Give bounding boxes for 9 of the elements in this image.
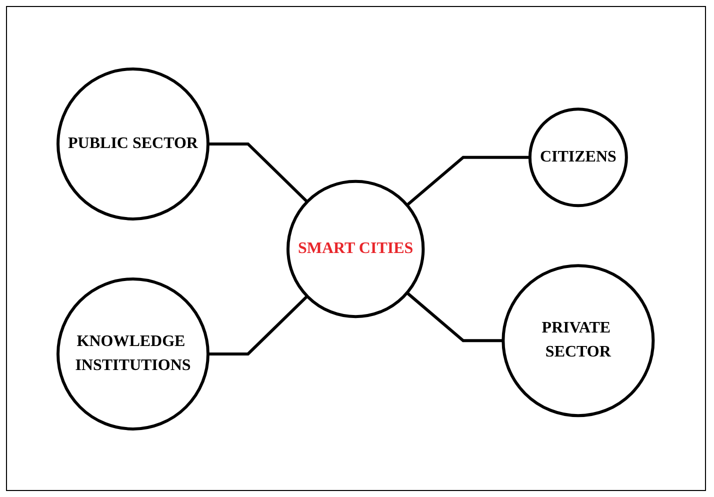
connector [208, 294, 309, 355]
connector [208, 142, 309, 202]
node-circle: PRIVATE SECTOR [502, 264, 656, 417]
node-circle: PUBLIC SECTOR [56, 67, 210, 220]
node-circle: KNOWLEDGE INSTITUTIONS [56, 276, 210, 430]
node-circle: CITIZENS [528, 107, 628, 207]
node-circle: SMART CITIES [286, 179, 426, 318]
connector [406, 155, 530, 206]
connector [406, 291, 504, 342]
